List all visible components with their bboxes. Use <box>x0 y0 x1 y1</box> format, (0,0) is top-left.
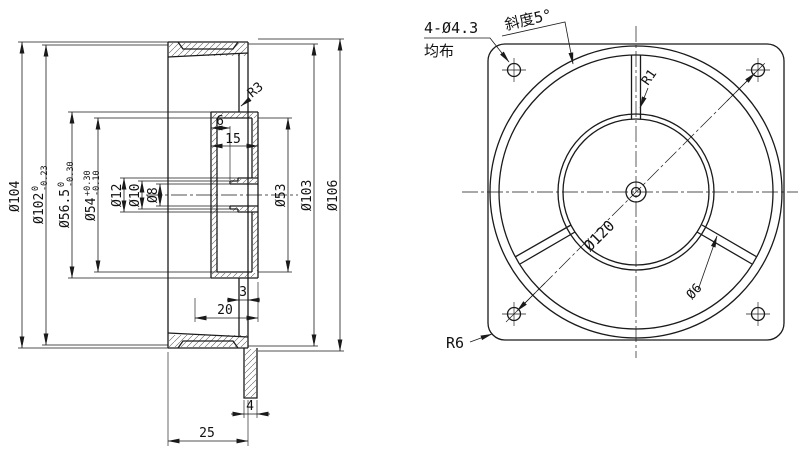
dim-label-15: 15 <box>225 132 241 147</box>
dim-text: Ø106 <box>326 180 341 211</box>
dim-label-104: Ø104 <box>8 181 23 212</box>
dim-text: Ø103 <box>300 180 315 211</box>
section-view: Ø104 Ø102 0 -0.23 Ø56.5 0 -0.30 Ø54 +0.3… <box>8 38 344 446</box>
dim-text: Ø104 <box>8 181 23 212</box>
dim-label-10: Ø10 <box>128 184 143 207</box>
dim-text: Ø10 <box>128 184 143 207</box>
tolerance-lower: -0.30 <box>66 161 76 187</box>
dim-label-103: Ø103 <box>300 180 315 211</box>
dim-label-3: 3 <box>239 285 247 300</box>
callout-text: 斜度5° <box>503 6 554 34</box>
dim-label-25: 25 <box>199 426 215 441</box>
front-centerlines <box>462 26 798 358</box>
callout-taper: 斜度5° <box>503 6 554 34</box>
tolerance-lower: -0.23 <box>40 165 50 191</box>
dim-label-20: 20 <box>217 303 233 318</box>
dim-label-102: Ø102 0 -0.23 <box>31 165 50 224</box>
dim-label-6: 6 <box>216 114 224 129</box>
dim-label-53: Ø53 <box>274 184 289 207</box>
front-view: 4-Ø4.3 均布 斜度5° R1 Ø120 Ø6 R6 <box>424 6 798 358</box>
callout-bolt-circle: Ø120 <box>580 217 618 255</box>
dim-text: Ø102 <box>32 193 47 224</box>
front-leaders <box>424 21 756 343</box>
dim-text: Ø12 <box>110 184 125 207</box>
section-dimension-lines <box>19 38 343 444</box>
tolerance-upper: 0 <box>57 182 67 187</box>
callout-strut-width: Ø6 <box>684 281 706 303</box>
callout-holes-count: 4-Ø4.3 <box>424 19 478 37</box>
tolerance-upper: +0.30 <box>83 170 93 196</box>
dim-label-106: Ø106 <box>326 180 341 211</box>
dim-text: Ø8 <box>146 187 161 203</box>
struts <box>514 55 758 265</box>
dim-label-4: 4 <box>246 399 254 414</box>
section-dim-labels: Ø104 Ø102 0 -0.23 Ø56.5 0 -0.30 Ø54 +0.3… <box>8 80 341 441</box>
callout-text: Ø120 <box>580 217 618 255</box>
dim-text: Ø54 <box>84 197 99 221</box>
dim-text: Ø53 <box>274 184 289 207</box>
callout-r1: R1 <box>639 67 660 88</box>
section-hatching <box>169 43 258 397</box>
callout-holes-pattern: 均布 <box>424 42 454 60</box>
dim-label-54: Ø54 +0.30 -0.10 <box>83 170 102 221</box>
dim-label-12: Ø12 <box>110 184 125 207</box>
callout-text: R1 <box>639 67 660 88</box>
section-extension-lines <box>18 38 344 446</box>
callout-corner-radius: R6 <box>446 334 464 352</box>
callout-text: Ø6 <box>684 281 706 303</box>
tolerance-lower: -0.10 <box>92 170 102 196</box>
dim-label-8: Ø8 <box>146 187 161 203</box>
dim-text: Ø56.5 <box>58 189 73 228</box>
dim-label-56-5: Ø56.5 0 -0.30 <box>57 161 76 228</box>
tolerance-upper: 0 <box>31 186 41 191</box>
